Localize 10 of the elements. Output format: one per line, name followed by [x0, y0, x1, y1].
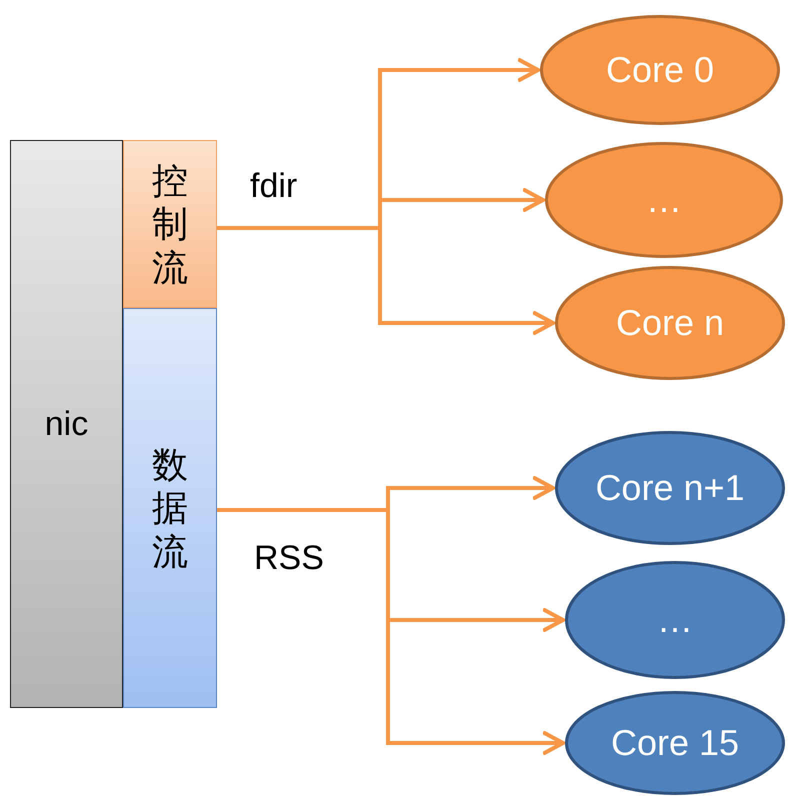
arrow: [217, 226, 555, 336]
core-ellipse: Core n: [555, 266, 785, 380]
core-ellipse: …: [545, 142, 783, 258]
core-ellipse: Core 15: [565, 691, 785, 795]
core-ellipse: Core n+1: [555, 431, 785, 545]
flow-box: 控制流: [123, 140, 217, 308]
core-ellipse: Core 0: [540, 15, 780, 125]
core-ellipse: …: [565, 561, 785, 679]
flow-box: 数据流: [123, 308, 217, 708]
nic-box: nic: [10, 140, 123, 708]
